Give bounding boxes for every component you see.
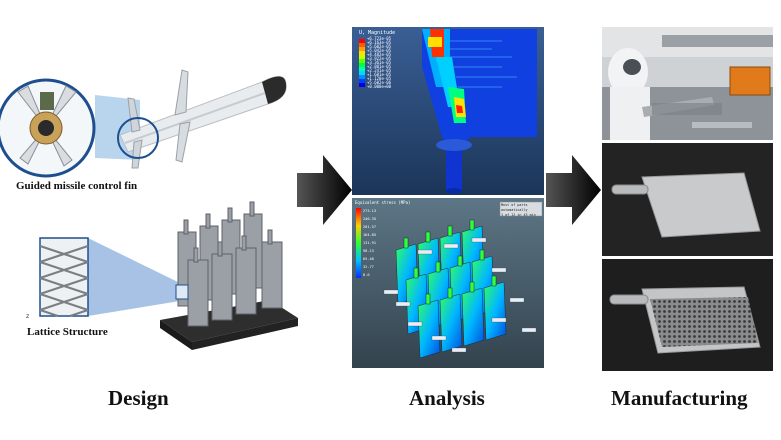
missile-caption: Guided missile control fin: [16, 180, 138, 192]
legend-value: +3.361e-05: [367, 60, 392, 65]
info-line: Most of parts automatically: [501, 203, 528, 212]
legend-value: +5.042e-05: [367, 48, 392, 53]
legend-value: +1.120e-05: [367, 76, 392, 81]
info-box: [499, 201, 543, 217]
fin-part-photo: [602, 143, 773, 256]
legend-value: +4.482e-05: [367, 52, 392, 57]
manufacturing-label: Manufacturing: [611, 386, 748, 410]
info-box-text: Most of parts automatically 1 of 12 in 4…: [501, 203, 541, 218]
fin-array: [177, 201, 283, 327]
legend-value: 131.91: [363, 241, 376, 245]
printing-photo: [602, 27, 773, 140]
probe-labels: [383, 237, 537, 353]
stress-legend-title: Equivalent stress (MPa): [355, 200, 411, 205]
stress-legend-bar: [356, 208, 361, 278]
analysis-label: Analysis: [409, 386, 485, 410]
legend-value: +5.602e-05: [367, 44, 392, 49]
legend-value: +2.241e-05: [367, 68, 392, 73]
guided-missile-illustration: [0, 69, 287, 178]
info-line: 1 of 12 in 43 min: [501, 213, 536, 217]
legend-value: +2.801e-05: [367, 64, 392, 69]
legend-value: 0.0: [363, 273, 370, 277]
legend-value: +5.602e-06: [367, 80, 392, 85]
legend-value: 65.48: [363, 257, 374, 261]
legend-value: 32.77: [363, 265, 374, 269]
fin-mesh-model: [422, 29, 537, 194]
displacement-contour-plot: [352, 27, 544, 195]
arrow-analysis-to-manufacturing: [546, 155, 601, 225]
legend-value: 164.85: [363, 233, 376, 237]
legend-value: 201.57: [363, 225, 376, 229]
abaqus-displacement-panel: U, Magnitude +6.723e-05 +6.163e-05 +5.60…: [352, 27, 544, 195]
displacement-legend-bar: [359, 39, 365, 87]
lattice-inset: z: [26, 237, 89, 320]
lattice-fin-part-photo: [602, 259, 773, 371]
stress-legend-values: 273.13 240.35 201.57 164.85 131.91 98.13…: [363, 207, 376, 279]
legend-value: +1.681e-05: [367, 72, 392, 77]
solid-fin-plate: [641, 172, 761, 238]
legend-value: 273.13: [363, 209, 376, 213]
legend-value: +6.723e-05: [367, 36, 392, 41]
legend-value: +6.163e-05: [367, 40, 392, 45]
design-label: Design: [108, 386, 169, 410]
displacement-legend-values: +6.723e-05 +6.163e-05 +5.602e-05 +5.042e…: [367, 37, 391, 89]
legend-value: 240.35: [363, 217, 376, 221]
legend-value: +3.922e-05: [367, 56, 392, 61]
svg-text:z: z: [26, 313, 29, 320]
legend-value: 98.13: [363, 249, 374, 253]
fin-array-stress-model: [395, 219, 507, 359]
lattice-region: [650, 297, 758, 347]
missile-body: [117, 69, 287, 169]
lattice-fins-illustration: z: [26, 201, 298, 350]
stress-contour-plot: [352, 198, 544, 368]
arrow-design-to-analysis: [297, 155, 352, 225]
displacement-legend-title: U, Magnitude: [359, 30, 396, 36]
lattice-caption: Lattice Structure: [27, 326, 108, 338]
ansys-stress-panel: Equivalent stress (MPa) 273.13 240.35 20…: [352, 198, 544, 368]
legend-value: +0.000e+00: [367, 84, 392, 89]
control-fin-closeup: [0, 78, 96, 178]
fin-shaft: [611, 184, 649, 195]
